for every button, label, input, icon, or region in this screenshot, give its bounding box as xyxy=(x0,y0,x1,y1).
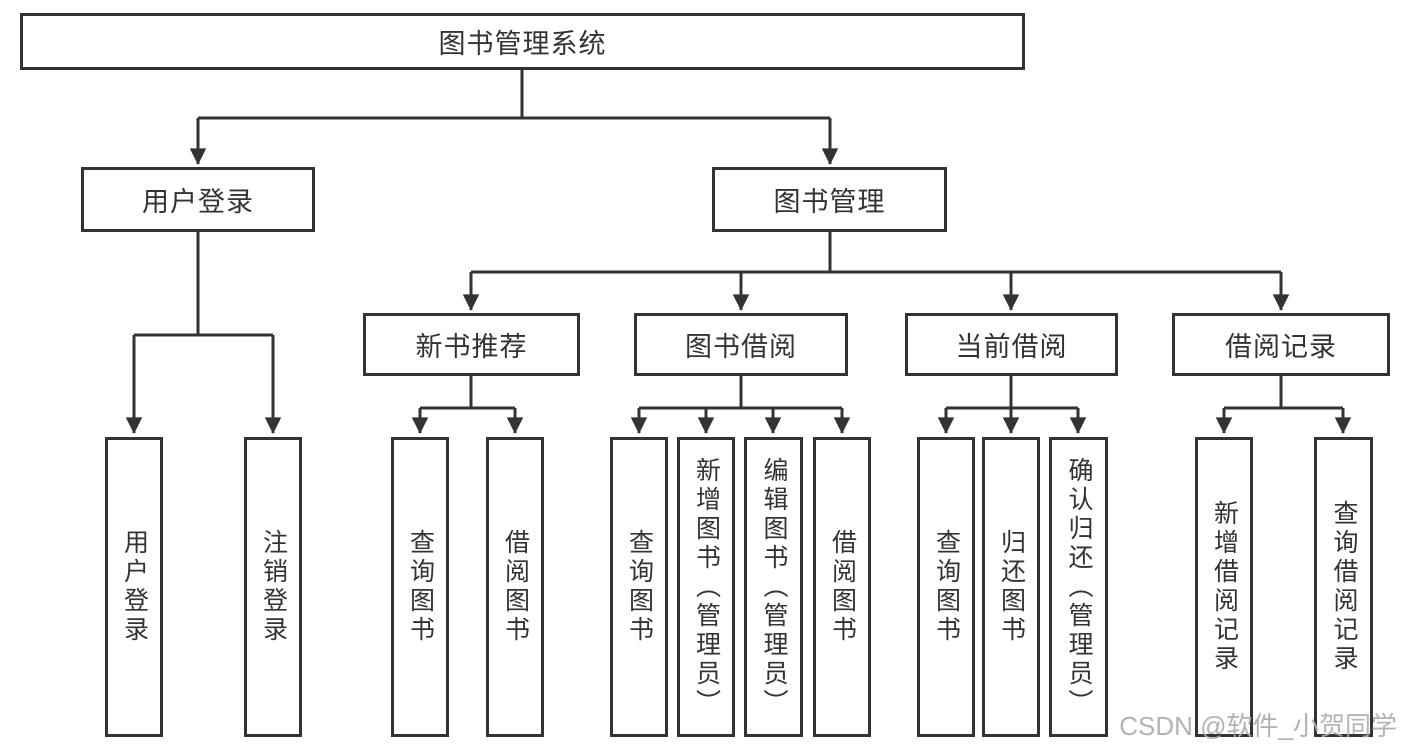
node-query-borrow-record: 查询借阅记录 xyxy=(1314,437,1373,737)
node-query-books-3: 查询图书 xyxy=(917,437,975,737)
connector-borrow-records-split xyxy=(1224,376,1343,410)
node-book-borrow-label: 图书借阅 xyxy=(685,332,797,362)
connector-user-login-split xyxy=(134,232,273,337)
node-return-books-label: 归还图书 xyxy=(997,529,1026,645)
node-borrow-books-2: 借阅图书 xyxy=(813,437,871,737)
node-edit-books-admin: 编辑图书（管理员） xyxy=(744,437,803,737)
node-add-books-admin: 新增图书（管理员） xyxy=(677,437,735,737)
node-borrow-books-1-label: 借阅图书 xyxy=(501,529,530,645)
node-new-book-recommend: 新书推荐 xyxy=(363,313,580,376)
node-book-borrow: 图书借阅 xyxy=(634,313,848,376)
node-borrow-books-1: 借阅图书 xyxy=(486,437,544,737)
node-add-borrow-record: 新增借阅记录 xyxy=(1195,437,1253,737)
node-confirm-return-admin: 确认归还（管理员） xyxy=(1049,437,1108,737)
node-confirm-return-admin-label: 确认归还（管理员） xyxy=(1065,456,1093,718)
node-new-book-recommend-label: 新书推荐 xyxy=(415,332,528,362)
connector-root-split xyxy=(198,70,830,120)
node-add-borrow-record-label: 新增借阅记录 xyxy=(1210,500,1239,674)
node-query-borrow-record-label: 查询借阅记录 xyxy=(1330,500,1358,674)
node-book-management: 图书管理 xyxy=(712,167,947,232)
node-edit-books-admin-label: 编辑图书（管理员） xyxy=(760,456,788,718)
csdn-watermark: CSDN @软件_小贺同学 xyxy=(1119,711,1397,741)
node-logout: 注销登录 xyxy=(244,437,302,737)
node-query-books-2-label: 查询图书 xyxy=(625,529,654,645)
node-current-borrow-label: 当前借阅 xyxy=(955,332,1068,362)
connector-current-borrow-split xyxy=(946,376,1078,410)
node-query-books-2: 查询图书 xyxy=(610,437,668,737)
connector-book-management-split xyxy=(471,232,1281,274)
node-library-system-label: 图书管理系统 xyxy=(438,29,607,59)
node-query-books-1-label: 查询图书 xyxy=(406,529,435,645)
connector-new-book-recommend-split xyxy=(420,376,515,410)
node-return-books: 归还图书 xyxy=(982,437,1040,737)
node-query-books-3-label: 查询图书 xyxy=(932,529,961,645)
node-borrow-records-label: 借阅记录 xyxy=(1225,332,1337,362)
node-logout-label: 注销登录 xyxy=(259,529,288,645)
node-borrow-books-2-label: 借阅图书 xyxy=(828,529,857,645)
node-user-login-module: 用户登录 xyxy=(81,167,315,232)
node-current-borrow: 当前借阅 xyxy=(905,313,1118,376)
node-add-books-admin-label: 新增图书（管理员） xyxy=(692,456,721,718)
node-library-system: 图书管理系统 xyxy=(20,13,1025,70)
node-user-login-label: 用户登录 xyxy=(120,529,149,645)
connector-book-borrow-split xyxy=(639,376,842,410)
node-user-login: 用户登录 xyxy=(105,437,163,737)
node-book-management-label: 图书管理 xyxy=(773,187,886,217)
node-user-login-module-label: 用户登录 xyxy=(142,187,254,217)
node-query-books-1: 查询图书 xyxy=(391,437,449,737)
node-borrow-records: 借阅记录 xyxy=(1172,313,1390,376)
